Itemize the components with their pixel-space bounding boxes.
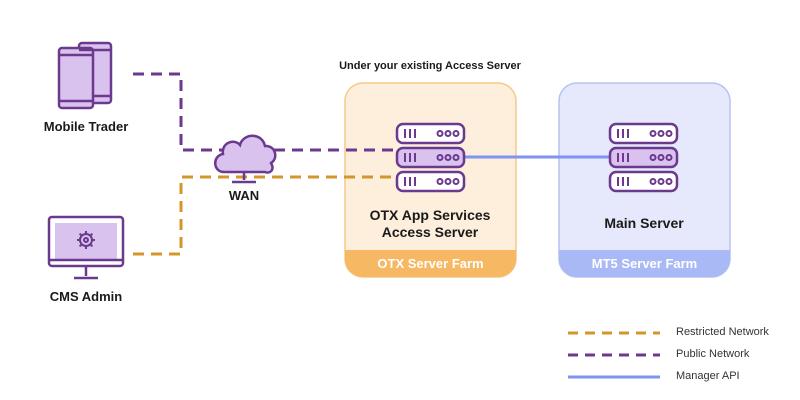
legend-public-label: Public Network (676, 348, 750, 360)
server-stack-icon (608, 122, 679, 193)
restricted-network-lines (133, 175, 397, 256)
server-stack-icon (395, 122, 466, 193)
legend-restricted-label: Restricted Network (676, 326, 769, 338)
wan-label: WAN (228, 188, 260, 203)
public-network-lines (133, 72, 397, 152)
main-server-label: Main Server (604, 215, 684, 231)
monitor-gear-icon (47, 215, 125, 280)
otx-farm-label: OTX Server Farm (377, 256, 484, 271)
otx-server-label-line2: Access Server (381, 224, 479, 240)
mt5-farm-label: MT5 Server Farm (591, 256, 698, 271)
mobile-trader-label: Mobile Trader (43, 119, 129, 134)
cloud-icon (214, 134, 277, 184)
mobile-phones-icon (57, 41, 113, 110)
diagram-title: Under your existing Access Server (339, 60, 521, 72)
legend-manager-api-label: Manager API (676, 370, 740, 382)
legend (568, 331, 660, 379)
otx-server-label-line1: OTX App Services (369, 207, 491, 223)
cms-admin-label: CMS Admin (49, 289, 123, 304)
